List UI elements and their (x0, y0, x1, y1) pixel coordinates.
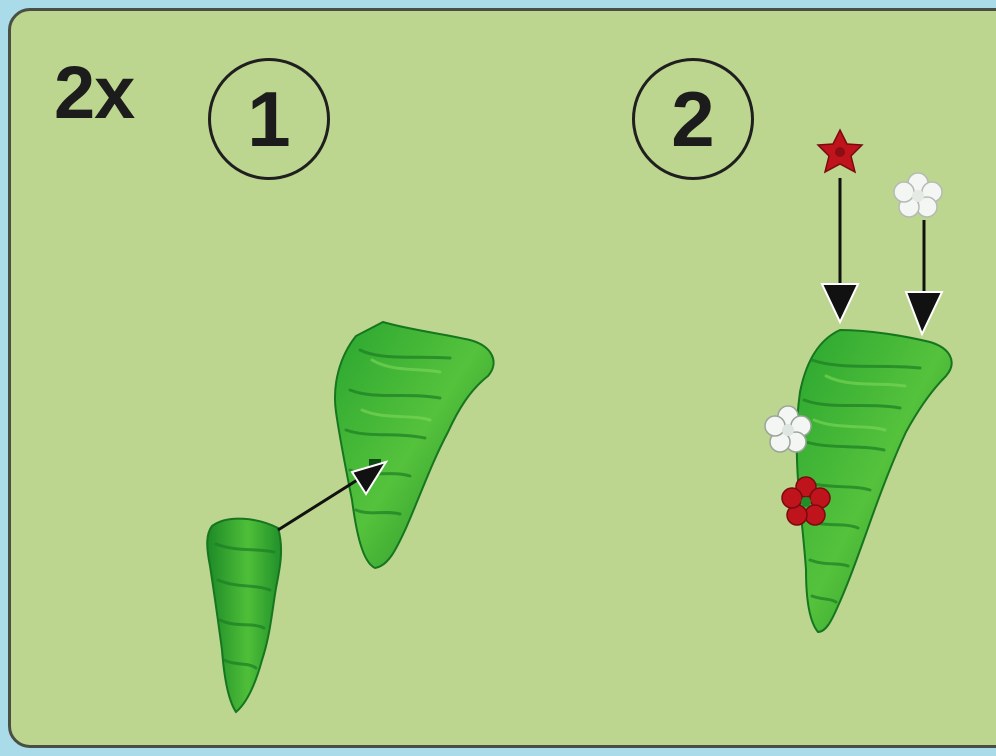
white-flower (894, 173, 942, 217)
step-2-red-arrow-head-icon (822, 284, 858, 322)
large-foliage-piece (335, 322, 494, 568)
assembled-foliage-piece (797, 330, 952, 632)
red-flower (818, 130, 862, 172)
small-foliage-piece (207, 519, 281, 712)
step-2-white-arrow-head-icon (906, 292, 942, 334)
